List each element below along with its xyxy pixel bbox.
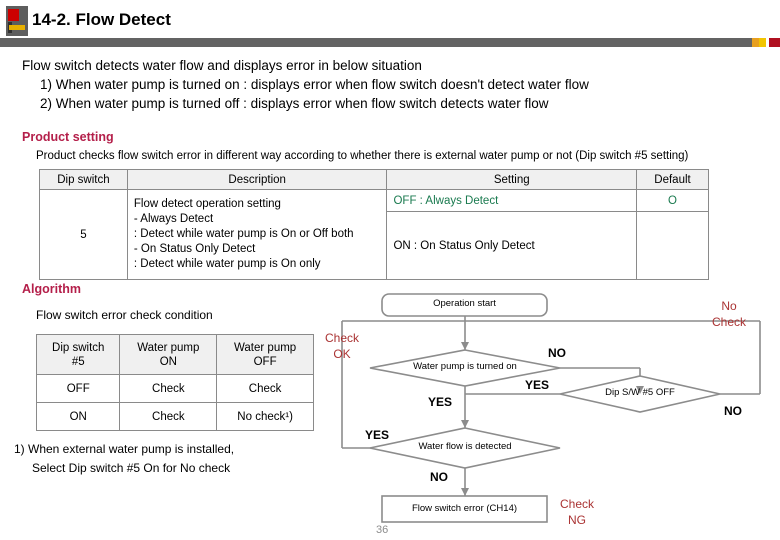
divider-segment-gray [0,38,752,47]
intro-line-2: 2) When water pump is turned off : displ… [40,96,549,111]
flow-note-check-ok: Check OK [315,330,369,362]
flow-node-decision3-label: Water flow is detected [418,441,512,452]
table-header-row: Dip switch #5 Water pump ON Water pump O… [35,334,314,375]
flow-branch-label-no-2: NO [724,404,742,418]
algorithm-heading: Algorithm [22,282,82,296]
column-header-setting: Setting [386,169,638,190]
table-row: OFF Check Check [35,374,314,403]
column-header-water-pump-off: Water pump OFF [216,334,314,375]
flow-node-terminal-shape [381,495,548,523]
header-line-1: Water pump [233,341,297,354]
header-divider-bar [0,38,780,47]
column-header-description: Description [126,169,388,190]
page-number: 36 [376,524,389,536]
flow-node-decision1-label: Water pump is turned on [413,361,517,372]
header-line-2: ON [159,355,177,368]
flowchart-canvas [341,293,761,523]
note-line-1: Check [559,497,594,511]
cell-pump-on-off: Check [119,374,218,403]
algorithm-subtitle: Flow switch error check condition [36,308,213,322]
cell-description: Flow detect operation setting - Always D… [126,189,388,280]
cell-setting-off: OFF : Always Detect [386,189,638,212]
column-header-water-pump-on: Water pump ON [119,334,218,375]
header-line-1: Dip switch [52,341,105,354]
footnote-line-2: Select Dip switch #5 On for No check [32,461,231,475]
table-header-row: Dip switch Description Setting Default [39,169,709,190]
flow-branch-label-yes-1: YES [428,395,453,409]
cell-default-value: O [636,189,709,212]
divider-segment-yellow [759,38,766,47]
flow-node-start-label: Operation start [433,298,496,309]
intro-line-1: 1) When water pump is turned on : displa… [40,77,589,92]
flow-arrow-to-terminal [461,488,469,496]
cell-default-empty [636,211,709,280]
header-line-2: #5 [71,355,85,368]
flow-note-no-check: No Check [702,298,756,330]
description-line-1: - Always Detect [133,213,214,225]
divider-segment-red [769,38,780,47]
dip-switch-table: Dip switch Description Setting Default 5… [39,169,709,280]
flow-branch-label-no-1: NO [548,346,566,360]
flow-arrow-to-decision3 [461,420,469,428]
header-line-2: OFF [253,355,277,368]
column-header-default: Default [636,169,709,190]
note-line-2: NG [568,513,586,527]
column-header-dip-switch-5: Dip switch #5 [35,334,121,375]
note-line-1: No [721,299,737,313]
flow-note-check-ng: Check NG [550,496,604,528]
description-line-4: : Detect while water pump is On only [133,258,321,270]
page-title: 14-2. Flow Detect [32,10,171,29]
cell-dip-off: OFF [35,374,121,403]
cell-pump-off-off: Check [216,374,314,403]
flow-branch-label-yes-3: YES [365,428,390,442]
footnote-block: 1) When external water pump is installed… [14,440,234,478]
intro-line-0: Flow switch detects water flow and displ… [22,58,422,73]
cell-pump-on-on: Check [119,402,218,431]
algorithm-flowchart: Operation start Water pump is turned on … [320,288,780,538]
product-setting-heading: Product setting [22,130,114,144]
intro-block: Flow switch detects water flow and displ… [22,56,752,113]
flow-node-terminal-label: Flow switch error (CH14) [411,503,518,514]
product-setting-subtitle: Product checks flow switch error in diff… [36,150,689,162]
header-line-1: Water pump [137,341,200,354]
error-check-condition-table: Dip switch #5 Water pump ON Water pump O… [35,334,314,431]
cell-pump-off-on: No check¹) [216,402,314,431]
note-line-2: Check [711,315,746,329]
flow-arrow-to-decision1 [461,342,469,350]
cell-dip-switch-number: 5 [39,189,128,280]
flow-node-decision2-label: Dip S/W #5 OFF [605,387,675,398]
table-row: ON Check No check¹) [35,402,314,431]
column-header-dip-switch: Dip switch [39,169,128,190]
divider-segment-orange [752,38,759,47]
note-line-1: Check [324,331,359,345]
note-line-2: OK [333,347,351,361]
footnote-line-1: 1) When external water pump is installed… [14,442,235,456]
logo-yellow-bar [9,25,25,30]
description-line-0: Flow detect operation setting [133,198,281,210]
table-row: 5 Flow detect operation setting - Always… [39,189,709,280]
flow-arrow-to-decision2 [636,386,644,394]
cell-setting-on: ON : On Status Only Detect [386,211,638,280]
divider-segment-white [766,38,769,47]
flow-branch-label-no-3: NO [430,470,448,484]
flow-branch-label-yes-2: YES [525,378,550,392]
description-line-2: : Detect while water pump is On or Off b… [133,228,354,240]
table-row: ON : On Status Only Detect [40,211,709,280]
description-line-3: - On Status Only Detect [133,243,256,255]
company-logo-icon [6,6,28,36]
cell-dip-on: ON [35,402,121,431]
logo-red-square [8,9,19,21]
